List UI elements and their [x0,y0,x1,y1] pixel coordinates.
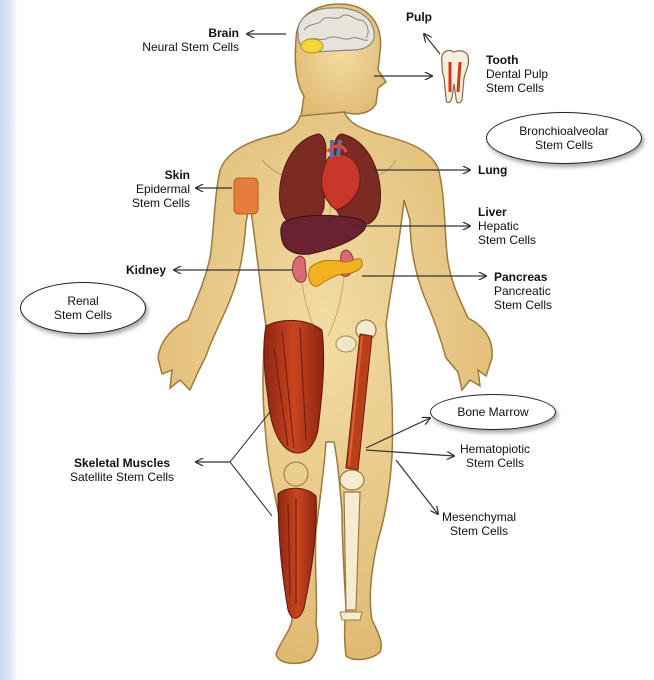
tooth-sub1: Dental Pulp [486,67,548,81]
liver-sub2: Stem Cells [478,233,536,247]
tooth-label: Tooth Dental Pulp Stem Cells [486,53,548,95]
bronchio-line2: Stem Cells [535,138,593,152]
pancreas-title: Pancreas [494,270,552,284]
tooth-sub2: Stem Cells [486,81,548,95]
lung-label: Lung [478,163,507,177]
brain-sub: Neural Stem Cells [142,40,239,54]
hematopoietic-label: Hematopiotic Stem Cells [460,442,530,470]
pancreas-label: Pancreas Pancreatic Stem Cells [494,270,552,312]
skeletal-muscles-label: Skeletal Muscles Satellite Stem Cells [70,456,174,484]
bronchio-line1: Bronchioalveolar [519,124,608,138]
pulp-arrow [424,34,440,54]
tooth [442,50,469,102]
skin-sub1: Epidermal [132,182,190,196]
renal-line1: Renal [67,294,98,308]
mesenchymal-label: Mesenchymal Stem Cells [442,510,516,538]
bone-marrow-line1: Bone Marrow [457,405,528,419]
skin-sub2: Stem Cells [132,196,190,210]
liver-title: Liver [478,205,536,219]
brain [298,8,374,53]
liver-label: Liver Hepatic Stem Cells [478,205,536,247]
hematopoietic-line2: Stem Cells [460,456,530,470]
skeletal-sub: Satellite Stem Cells [70,470,174,484]
bone-marrow-oval: Bone Marrow [430,394,556,430]
pancreas-sub2: Stem Cells [494,298,552,312]
pulp-label: Pulp [406,10,432,24]
skin-patch [234,178,258,214]
skin-label: Skin Epidermal Stem Cells [132,168,190,210]
renal-line2: Stem Cells [54,308,112,322]
body-figure [158,4,492,663]
pancreas-sub1: Pancreatic [494,284,552,298]
mesenchymal-arrow [396,460,438,514]
mesenchymal-line2: Stem Cells [442,524,516,538]
hematopoietic-line1: Hematopiotic [460,442,530,456]
skeletal-title: Skeletal Muscles [70,456,174,470]
brain-label: Brain Neural Stem Cells [142,26,239,54]
kidney-label: Kidney [126,263,166,277]
bronchioalveolar-oval: Bronchioalveolar Stem Cells [486,112,642,164]
renal-oval: Renal Stem Cells [20,282,146,334]
tooth-title: Tooth [486,53,548,67]
mesenchymal-line1: Mesenchymal [442,510,516,524]
skin-title: Skin [132,168,190,182]
brain-title: Brain [142,26,239,40]
liver-sub1: Hepatic [478,219,536,233]
